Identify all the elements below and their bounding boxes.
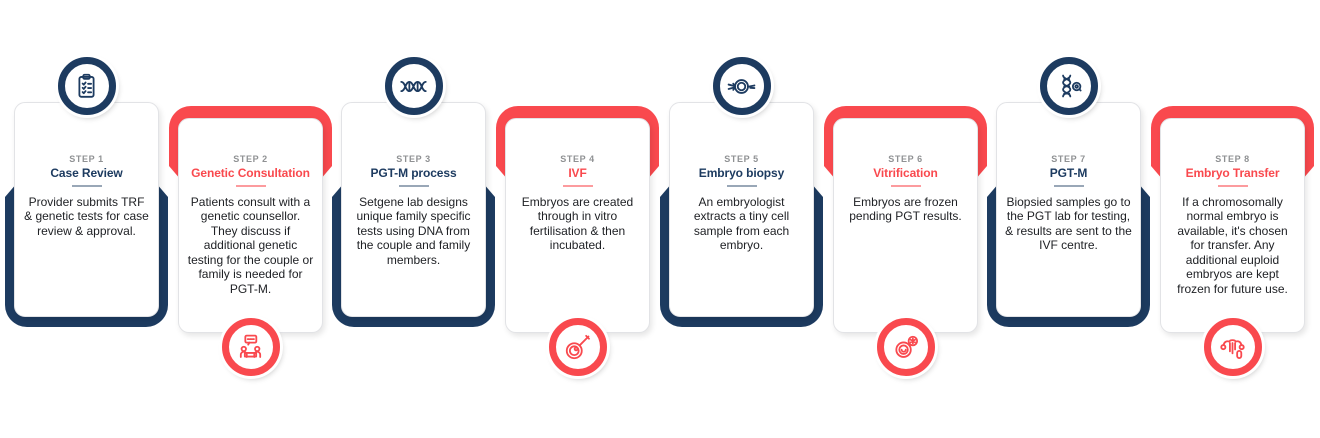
step-description: Embryos are created through in vitro fer… [521,194,634,253]
step-description: Biopsied samples go to the PGT lab for t… [1005,194,1132,253]
step-title: Genetic Consultation [191,166,310,180]
step-card-5: STEP 5 Embryo biopsy An embryologist ext… [669,57,814,317]
clipboard-checklist-icon [57,57,116,115]
title-underline [726,185,757,187]
step-card-7: STEP 7 PGT-M Biopsied samples go to the … [996,57,1141,317]
step-card-8: STEP 8 Embryo Transfer If a chromosomall… [1160,118,1305,376]
step-title: Embryo Transfer [1185,166,1280,180]
step-title: Case Review [50,166,123,180]
title-underline [71,185,102,187]
ivf-fertilisation-icon [548,318,607,376]
embryo-transfer-icon [1203,318,1262,376]
step-card-4: STEP 4 IVF Embryos are created through i… [505,118,650,376]
frozen-embryo-icon [876,318,935,376]
step-description: If a chromosomally normal embryo is avai… [1177,194,1288,297]
card-panel: STEP 8 Embryo Transfer If a chromosomall… [1160,118,1305,333]
card-panel: STEP 2 Genetic Consultation Patients con… [178,118,323,333]
card-panel: STEP 4 IVF Embryos are created through i… [505,118,650,333]
step-card-1: STEP 1 Case Review Provider submits TRF … [14,57,159,317]
title-underline [890,185,921,187]
dna-testing-icon [1039,57,1098,115]
card-panel: STEP 7 PGT-M Biopsied samples go to the … [996,102,1141,317]
step-label: STEP 2 [233,154,268,164]
step-title: IVF [568,166,587,180]
step-label: STEP 8 [1215,154,1250,164]
step-description: Provider submits TRF & genetic tests for… [24,194,149,238]
dna-strand-icon [384,57,443,115]
step-description: Patients consult with a genetic counsell… [187,194,314,297]
card-panel: STEP 1 Case Review Provider submits TRF … [14,102,159,317]
step-card-6: STEP 6 Vitrification Embryos are frozen … [833,118,978,376]
step-title: Embryo biopsy [698,166,785,180]
step-description: Embryos are frozen pending PGT results. [849,194,962,224]
title-underline [235,185,266,187]
step-label: STEP 6 [888,154,923,164]
step-label: STEP 1 [69,154,104,164]
title-underline [1217,185,1248,187]
step-card-3: STEP 3 PGT-M process Setgene lab designs… [341,57,486,317]
step-title: PGT-M [1049,166,1088,180]
genetic-counselling-icon [221,318,280,376]
step-label: STEP 3 [396,154,431,164]
step-label: STEP 4 [560,154,595,164]
step-description: An embryologist extracts a tiny cell sam… [693,194,790,253]
step-card-2: STEP 2 Genetic Consultation Patients con… [178,118,323,376]
title-underline [398,185,429,187]
title-underline [562,185,593,187]
title-underline [1053,185,1084,187]
card-panel: STEP 3 PGT-M process Setgene lab designs… [341,102,486,317]
step-label: STEP 7 [1051,154,1086,164]
step-label: STEP 5 [724,154,759,164]
card-panel: STEP 5 Embryo biopsy An embryologist ext… [669,102,814,317]
step-title: Vitrification [873,166,938,180]
step-description: Setgene lab designs unique family specif… [356,194,471,267]
embryo-biopsy-icon [712,57,771,115]
card-panel: STEP 6 Vitrification Embryos are frozen … [833,118,978,333]
step-title: PGT-M process [370,166,457,180]
